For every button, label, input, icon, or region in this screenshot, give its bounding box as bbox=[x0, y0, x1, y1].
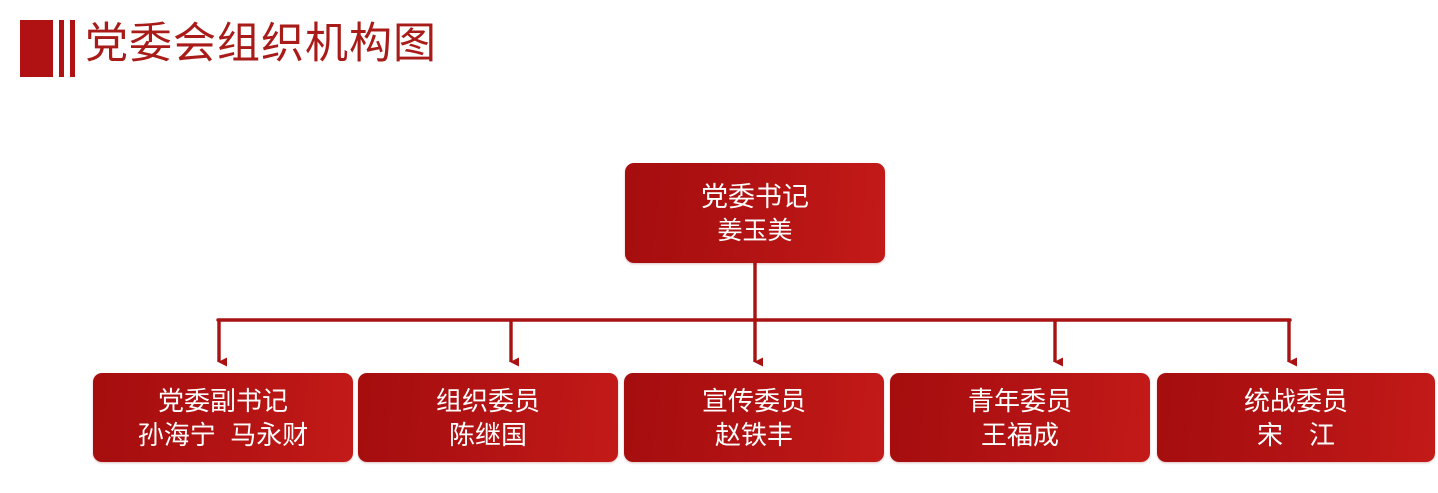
org-node-role: 统战委员 bbox=[1243, 385, 1348, 416]
thick-red-bar-icon bbox=[20, 20, 53, 77]
org-node-person: 孙海宁 马永财 bbox=[137, 419, 309, 450]
page-title: 党委会组织机构图 bbox=[85, 21, 437, 68]
org-node-person: 姜玉美 bbox=[717, 217, 793, 245]
thin-red-bar-icon-2 bbox=[70, 20, 75, 77]
org-node-role: 组织委员 bbox=[435, 385, 540, 416]
org-node-deputy-secretary[interactable]: 党委副书记 孙海宁 马永财 bbox=[93, 373, 353, 462]
org-node-united-front-member[interactable]: 统战委员 宋 江 bbox=[1157, 373, 1435, 462]
org-node-person: 赵铁丰 bbox=[714, 419, 793, 450]
org-node-propaganda-member[interactable]: 宣传委员 赵铁丰 bbox=[624, 373, 884, 462]
org-node-person: 王福成 bbox=[980, 419, 1059, 450]
org-node-role: 宣传委员 bbox=[701, 385, 806, 416]
org-node-person: 宋 江 bbox=[1256, 419, 1335, 450]
thin-red-bar-icon-1 bbox=[59, 20, 64, 77]
org-node-root[interactable]: 党委书记 姜玉美 bbox=[625, 163, 885, 263]
org-node-person: 陈继国 bbox=[448, 419, 527, 450]
org-node-role: 党委书记 bbox=[701, 182, 809, 212]
org-node-role: 党委副书记 bbox=[157, 385, 288, 416]
title-decoration bbox=[20, 20, 75, 77]
org-node-organization-member[interactable]: 组织委员 陈继国 bbox=[358, 373, 618, 462]
page-header: 党委会组织机构图 bbox=[0, 0, 1438, 100]
org-node-role: 青年委员 bbox=[967, 385, 1072, 416]
org-node-youth-member[interactable]: 青年委员 王福成 bbox=[890, 373, 1150, 462]
